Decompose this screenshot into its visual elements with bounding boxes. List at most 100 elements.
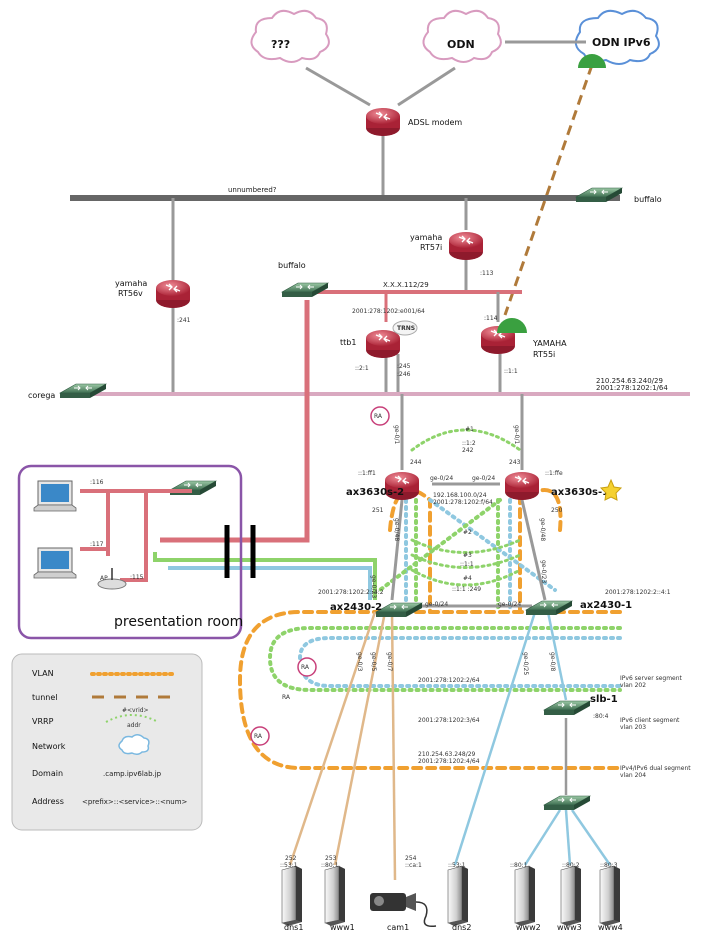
ax3630s1-label: ax3630s-1 xyxy=(551,487,609,498)
server-dns2 xyxy=(447,865,469,927)
a21: ::2:1 xyxy=(355,365,369,372)
server-www3 xyxy=(560,865,582,927)
trns-label: TRNS xyxy=(397,325,415,332)
tunnel-addr-label: 2001:278:1202:e001/64 xyxy=(352,308,425,315)
xxx-label: X.X.X.112/29 xyxy=(383,281,429,289)
port-ge048b: ge-0/48 xyxy=(539,518,546,541)
port-ge048a: ge-0/48 xyxy=(393,518,400,541)
slb1-label: slb-1 xyxy=(590,694,618,705)
dns1-addr1: 252 xyxy=(285,855,297,862)
www3-addr2: ::80:2 xyxy=(562,862,580,869)
a804: :80:4 xyxy=(593,713,609,720)
adsl-modem-router xyxy=(365,107,401,137)
legend-vlan: VLAN xyxy=(32,669,54,678)
cloud-unknown: ??? xyxy=(250,9,330,63)
legend-vrrp-sub2: addr xyxy=(127,722,141,729)
seg204-v4-label: 210.254.63.248/29 xyxy=(418,751,476,758)
wan-links xyxy=(305,40,586,198)
rt57i-router xyxy=(448,231,484,261)
server-switch xyxy=(543,795,591,811)
vrrp-1: #1 xyxy=(465,426,474,433)
ax3630s2-label: ax3630s-2 xyxy=(346,487,404,498)
cloud-odn: ODN xyxy=(422,9,502,63)
dns2-addr2: ::53:1 xyxy=(448,862,466,869)
legend-network: Network xyxy=(32,742,66,751)
rt56v-label-1: yamaha xyxy=(115,279,147,288)
a243: 243 xyxy=(509,459,521,466)
presentation-room-label: presentation room xyxy=(114,614,243,630)
mid-v6-label: 2001:278:1202:1/64 xyxy=(596,384,668,392)
vrrp-4: #4 xyxy=(463,575,472,582)
server-www1 xyxy=(324,865,346,927)
ttb1-label: ttb1 xyxy=(340,338,356,347)
core-v4: 192.168.100.0/24 xyxy=(433,492,487,499)
presentation-room-box xyxy=(17,464,243,640)
laptop-1 xyxy=(33,480,77,512)
legend-box xyxy=(11,653,203,831)
camera-icon xyxy=(370,893,437,928)
dns1-addr2: ::53:1 xyxy=(280,862,298,869)
legend-domain-value: .camp.ipv6lab.jp xyxy=(103,770,162,778)
www3-label: www3 xyxy=(557,923,582,932)
ra2: RA xyxy=(301,664,310,671)
ax2430-2-switch xyxy=(375,602,423,618)
port-ge08: ge-0/8 xyxy=(549,652,556,672)
tunnel-link xyxy=(503,64,594,316)
port-ge023a: ge-0/23 xyxy=(370,575,377,598)
a1ffe: ::1:ffe xyxy=(545,470,563,477)
ap-icon: AP xyxy=(97,568,127,590)
cloud-odn-ipv6-label: ODN IPv6 xyxy=(592,36,651,49)
a117: :117 xyxy=(90,541,104,548)
corega-label: corega xyxy=(28,391,55,400)
ax24-1-addr: 2001:278:1202:2::4:1 xyxy=(605,589,671,596)
cloud-unknown-label: ??? xyxy=(271,38,290,51)
dns1-label: dns1 xyxy=(284,923,303,932)
master-star-icon xyxy=(599,478,623,501)
room-uplink xyxy=(160,300,310,543)
legend-address-value: <prefix>::<service>::<num> xyxy=(82,798,188,806)
backbone-drops xyxy=(171,198,502,394)
seg203-label: 2001:278:1202:3/64 xyxy=(418,717,480,724)
rt57i-label-1: yamaha xyxy=(410,233,442,242)
seg204-v6-label: 2001:278:1202:4/64 xyxy=(418,758,480,765)
a11b: ::1:1 xyxy=(460,561,474,568)
ax2430-2-label: ax2430-2 xyxy=(330,602,382,613)
rt55i-label-2: RT55i xyxy=(533,350,555,359)
buffalo-mid-label: buffalo xyxy=(278,261,306,270)
rt56v-label-2: RT56v xyxy=(118,289,143,298)
a249: ::1:1 :249 xyxy=(452,586,481,593)
rt55i-label-1: YAMAHA xyxy=(532,339,567,348)
port-ge07: ge-0/7 xyxy=(386,652,393,672)
cloud-odn-label: ODN xyxy=(447,38,475,51)
a11: ::1:1 xyxy=(504,368,518,375)
www1-addr2: ::80:1 xyxy=(321,862,339,869)
rt56v-router xyxy=(155,279,191,309)
server-seg-label-2: vlan 202 xyxy=(620,682,646,689)
client-seg-label-1: IPv6 client segment xyxy=(620,717,680,724)
port-ge023b: ge-0/23 xyxy=(540,560,547,583)
a116: :116 xyxy=(90,479,104,486)
cam1-label: cam1 xyxy=(387,923,409,932)
dual-seg-label-2: vlan 204 xyxy=(620,772,646,779)
seg202-label: 2001:278:1202:2/64 xyxy=(418,677,480,684)
www4-label: www4 xyxy=(598,923,623,932)
client-seg-label-2: vlan 203 xyxy=(620,724,646,731)
www1-label: www1 xyxy=(330,923,355,932)
port-ge025: ge-0/25 xyxy=(522,652,529,675)
server-www2 xyxy=(514,865,536,927)
legend-domain: Domain xyxy=(32,769,63,778)
server-dns1 xyxy=(281,865,303,927)
ra4: RA xyxy=(254,733,263,740)
a246: :246 xyxy=(397,371,411,378)
port-ge01a: ge-0/1 xyxy=(393,425,400,445)
cam1-addr2: ::ca:1 xyxy=(405,862,422,869)
cloud-odn-ipv6: ODN IPv6 xyxy=(574,9,660,65)
a1ff1: ::1:ff1 xyxy=(358,470,376,477)
core-v6: 2001:278:1202:f/64 xyxy=(433,499,493,506)
servers xyxy=(281,865,621,928)
port-ge05: ge-0/5 xyxy=(370,652,377,672)
www2-addr2: ::80:1 xyxy=(510,862,528,869)
buffalo-mid-switch xyxy=(281,282,329,298)
mid-v4-label: 210.254.63.240/29 xyxy=(596,377,663,385)
slb1-switch xyxy=(543,700,591,716)
